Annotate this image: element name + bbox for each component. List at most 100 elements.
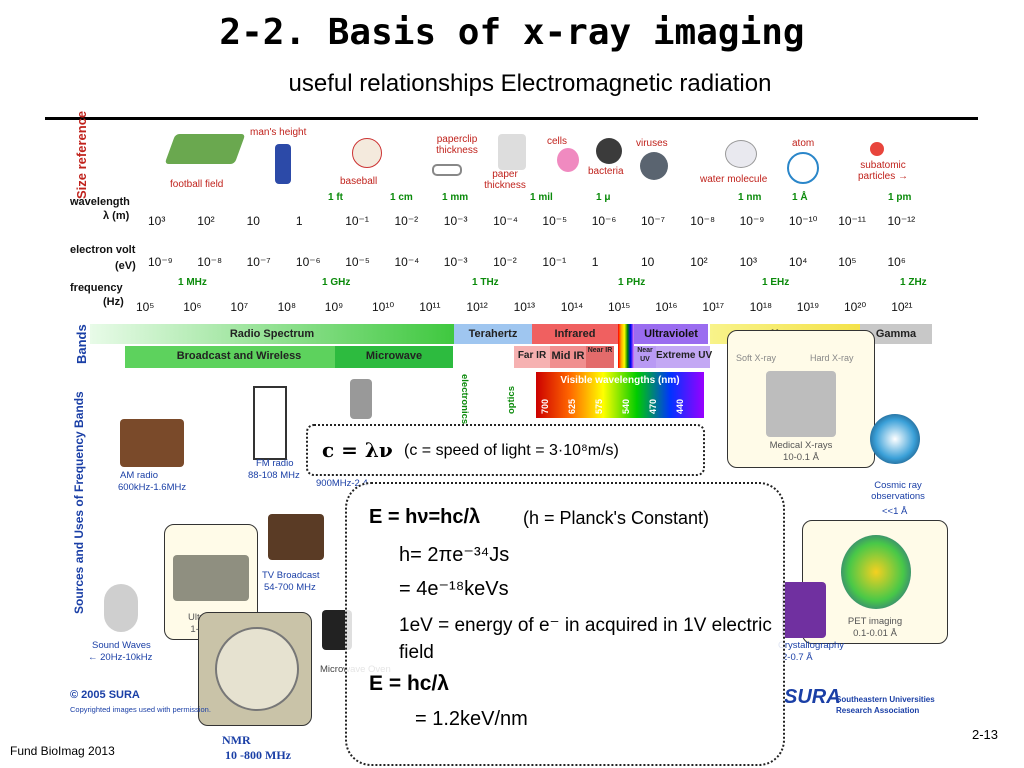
wavelength-unit-0: 1 ft [328, 192, 343, 203]
wavelength-tick-10: 10⁻⁷ [641, 214, 666, 228]
frequency-tick-8: 10¹³ [513, 300, 535, 314]
wavelength-tick-8: 10⁻⁵ [542, 214, 568, 228]
ev-tick-14: 10⁵ [838, 255, 857, 269]
band-infrared: Infrared [532, 324, 618, 344]
nmr-range: 10 -800 MHz [225, 748, 291, 762]
ev-tick-5: 10⁻⁴ [394, 255, 420, 269]
ev-tick-3: 10⁻⁶ [295, 255, 321, 269]
slide-title: 2-2. Basis of x-ray imaging [219, 12, 805, 53]
wavelength-unit-2: 1 mm [442, 192, 469, 203]
bacteria-icon [596, 138, 622, 164]
c-equation: c = λν [322, 438, 393, 462]
sound-waves-range: ← 20Hz-10kHz [88, 652, 153, 663]
size-ref-baseball: baseball [340, 176, 378, 187]
em-spectrum-chart: Size reference Bands Sources and Uses of… [70, 111, 948, 726]
chart-credit: © 2005 SURA [70, 689, 140, 701]
chart-credit-sub: Copyrighted images used with permission. [70, 705, 211, 714]
wavelength-tick-6: 10⁻³ [443, 214, 468, 228]
footer-course-label: Fund BioImag 2013 [10, 744, 115, 758]
ev-unit-label: (eV) [115, 260, 136, 272]
sources-side-label: Sources and Uses of Frequency Bands [72, 391, 86, 614]
ev-tick-7: 10⁻² [493, 255, 517, 269]
nmr-magnet-image [215, 627, 299, 711]
title-divider [45, 117, 978, 120]
frequency-tick-11: 10¹⁶ [655, 300, 678, 314]
cell-icon [557, 148, 579, 172]
optics-label: optics [506, 386, 517, 414]
baseball-icon [352, 138, 382, 168]
electronics-label: electronics [459, 374, 470, 425]
band-near-ir: Near IR [586, 346, 614, 368]
pet-range: 0.1-0.01 Å [853, 628, 897, 639]
man-icon [275, 144, 291, 184]
frequency-tick-16: 10²¹ [891, 300, 913, 314]
band-near-uv: Near UV [634, 346, 656, 368]
size-ref-paperclip: paperclip thickness [436, 134, 478, 156]
wavelength-tick-13: 10⁻¹⁰ [788, 214, 818, 228]
ev-tick-15: 10⁶ [887, 255, 906, 269]
frequency-tick-15: 10²⁰ [844, 300, 867, 314]
size-ref-water-molecule: water molecule [700, 174, 768, 185]
nmr-photo [198, 612, 312, 726]
band-mid-ir: Mid IR [550, 346, 586, 368]
frequency-unit-3: 1 PHz [618, 277, 646, 288]
frequency-unit-2: 1 THz [472, 277, 499, 288]
bands-side-label: Bands [74, 324, 89, 364]
wavelength-label: wavelength [70, 196, 130, 208]
atom-icon [787, 152, 819, 184]
wavelength-tick-2: 10 [246, 214, 260, 228]
ev-tick-12: 10³ [739, 255, 757, 269]
medical-xrays-label: Medical X-rays [769, 440, 833, 451]
fm-tower-icon [253, 386, 287, 460]
ev-tick-9: 1 [591, 255, 599, 269]
size-ref-football-field: football field [170, 179, 224, 190]
wavelength-unit-4: 1 μ [596, 192, 611, 203]
ev-tick-0: 10⁻⁹ [148, 255, 173, 269]
crystallography-label: Crystallography [778, 640, 844, 651]
tv-label: TV Broadcast [262, 570, 320, 581]
wavelength-tick-0: 10³ [148, 214, 166, 228]
wavelength-tick-12: 10⁻⁹ [739, 214, 765, 228]
water-molecule-icon [725, 140, 757, 168]
ev-tick-4: 10⁻⁵ [345, 255, 370, 269]
am-radio-label: AM radio [120, 470, 159, 481]
ev-tick-2: 10⁻⁷ [246, 255, 271, 269]
medical-xrays-range: 10-0.1 Å [783, 452, 819, 463]
energy-equation: E = hν=hc/λ [369, 506, 481, 528]
size-ref-cells: cells [547, 136, 568, 147]
frequency-tick-3: 10⁸ [277, 300, 297, 314]
size-ref-paper: paper thickness [484, 169, 526, 191]
wavelength-tick-9: 10⁻⁶ [591, 214, 617, 228]
slide-subtitle: useful relationships Electromagnetic rad… [288, 70, 772, 97]
fm-radio-label: FM radio [256, 458, 294, 469]
electron-volt-definition: 1eV = energy of e⁻ in acquired in 1V ele… [399, 615, 772, 663]
medical-xray-photo: Soft X-ray Hard X-ray Medical X-rays 10-… [727, 330, 875, 468]
hz-unit-label: (Hz) [103, 296, 124, 308]
ev-tick-10: 10 [641, 255, 655, 269]
ev-tick-6: 10⁻³ [443, 255, 468, 269]
visible-tick-0: 700 [540, 398, 550, 414]
am-radio-range: 600kHz-1.6MHz [118, 482, 187, 493]
ear-icon [104, 584, 138, 632]
visible-tick-2: 575 [594, 398, 604, 414]
mobile-range: 900MHz-2.4 [316, 478, 368, 489]
visible-tick-4: 470 [648, 398, 658, 414]
ev-tick-13: 10⁴ [788, 255, 808, 269]
ev-tick-8: 10⁻¹ [542, 255, 567, 269]
pet-brain-image [841, 535, 911, 609]
subatomic-particle-icon [870, 142, 884, 156]
soft-xray-label: Soft X-ray [736, 353, 777, 363]
size-ref-mans-height: man's height [250, 127, 307, 138]
wavelength-unit-7: 1 pm [888, 192, 912, 203]
hard-xray-label: Hard X-ray [810, 353, 854, 363]
band-far-ir: Far IR [514, 346, 550, 368]
band-radio-spectrum: Radio Spectrum [90, 324, 454, 344]
energy-wavelength-equation: E = hc/λ [369, 672, 449, 695]
wavelength-tick-1: 10² [197, 214, 215, 228]
frequency-tick-7: 10¹² [466, 300, 488, 314]
visible-tick-1: 625 [567, 398, 577, 414]
band-terahertz: Terahertz [454, 324, 532, 344]
electron-volt-label: electron volt [70, 244, 136, 256]
frequency-tick-10: 10¹⁵ [608, 300, 631, 314]
frequency-tick-9: 10¹⁴ [560, 300, 584, 314]
